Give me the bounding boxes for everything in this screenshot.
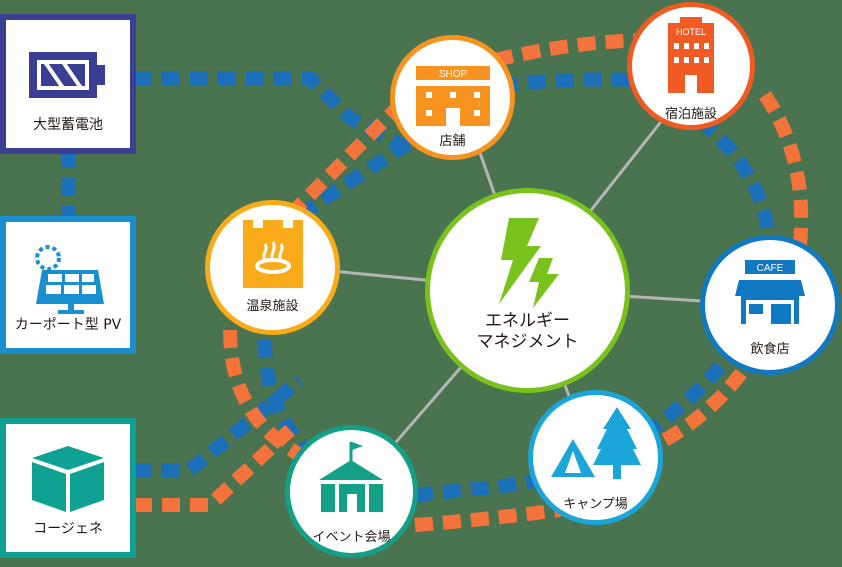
facility-label: イベント会場 — [312, 530, 391, 545]
battery-icon — [29, 52, 107, 102]
lightning-icon — [493, 218, 563, 312]
source-battery: 大型蓄電池 — [0, 14, 136, 154]
source-label: 大型蓄電池 — [33, 117, 103, 133]
shop-icon: SHOP — [415, 66, 490, 130]
energy-management-hub: エネルギー マネジメント — [425, 188, 630, 393]
source-carport-pv: カーポート型 PV — [0, 216, 136, 354]
cafe-icon: CAFE — [735, 260, 805, 328]
source-label: カーポート型 PV — [14, 317, 122, 333]
source-label: コージェネ — [33, 521, 103, 537]
solar-panel-icon — [28, 238, 108, 318]
tent-tree-icon — [550, 407, 641, 483]
facility-label: 飲食店 — [750, 342, 790, 357]
facility-label: 宿泊施設 — [664, 107, 717, 122]
hub-label: エネルギー マネジメント — [476, 311, 579, 352]
facility-campground: キャンプ場 — [528, 390, 663, 525]
hotel-icon: HOTEL — [668, 17, 714, 97]
facility-label: キャンプ場 — [563, 497, 628, 512]
cube-icon — [30, 444, 106, 518]
facility-hot-spring: 温泉施設 — [205, 200, 340, 335]
facility-label: 温泉施設 — [246, 299, 299, 314]
facility-hotel: HOTEL 宿泊施設 — [627, 2, 755, 130]
facility-label: 店舗 — [439, 134, 466, 149]
svg-text:CAFE: CAFE — [757, 263, 784, 274]
source-cogeneration: コージェネ — [0, 418, 136, 558]
svg-text:HOTEL: HOTEL — [676, 27, 706, 37]
svg-text:SHOP: SHOP — [438, 69, 467, 80]
facility-event-venue: イベント会場 — [285, 425, 418, 558]
hot-spring-icon — [242, 220, 303, 292]
circus-tent-icon — [317, 440, 387, 516]
electric-lines — [61, 71, 777, 502]
facility-shop: SHOP 店舗 — [390, 35, 515, 160]
facility-cafe: CAFE 飲食店 — [700, 235, 840, 375]
